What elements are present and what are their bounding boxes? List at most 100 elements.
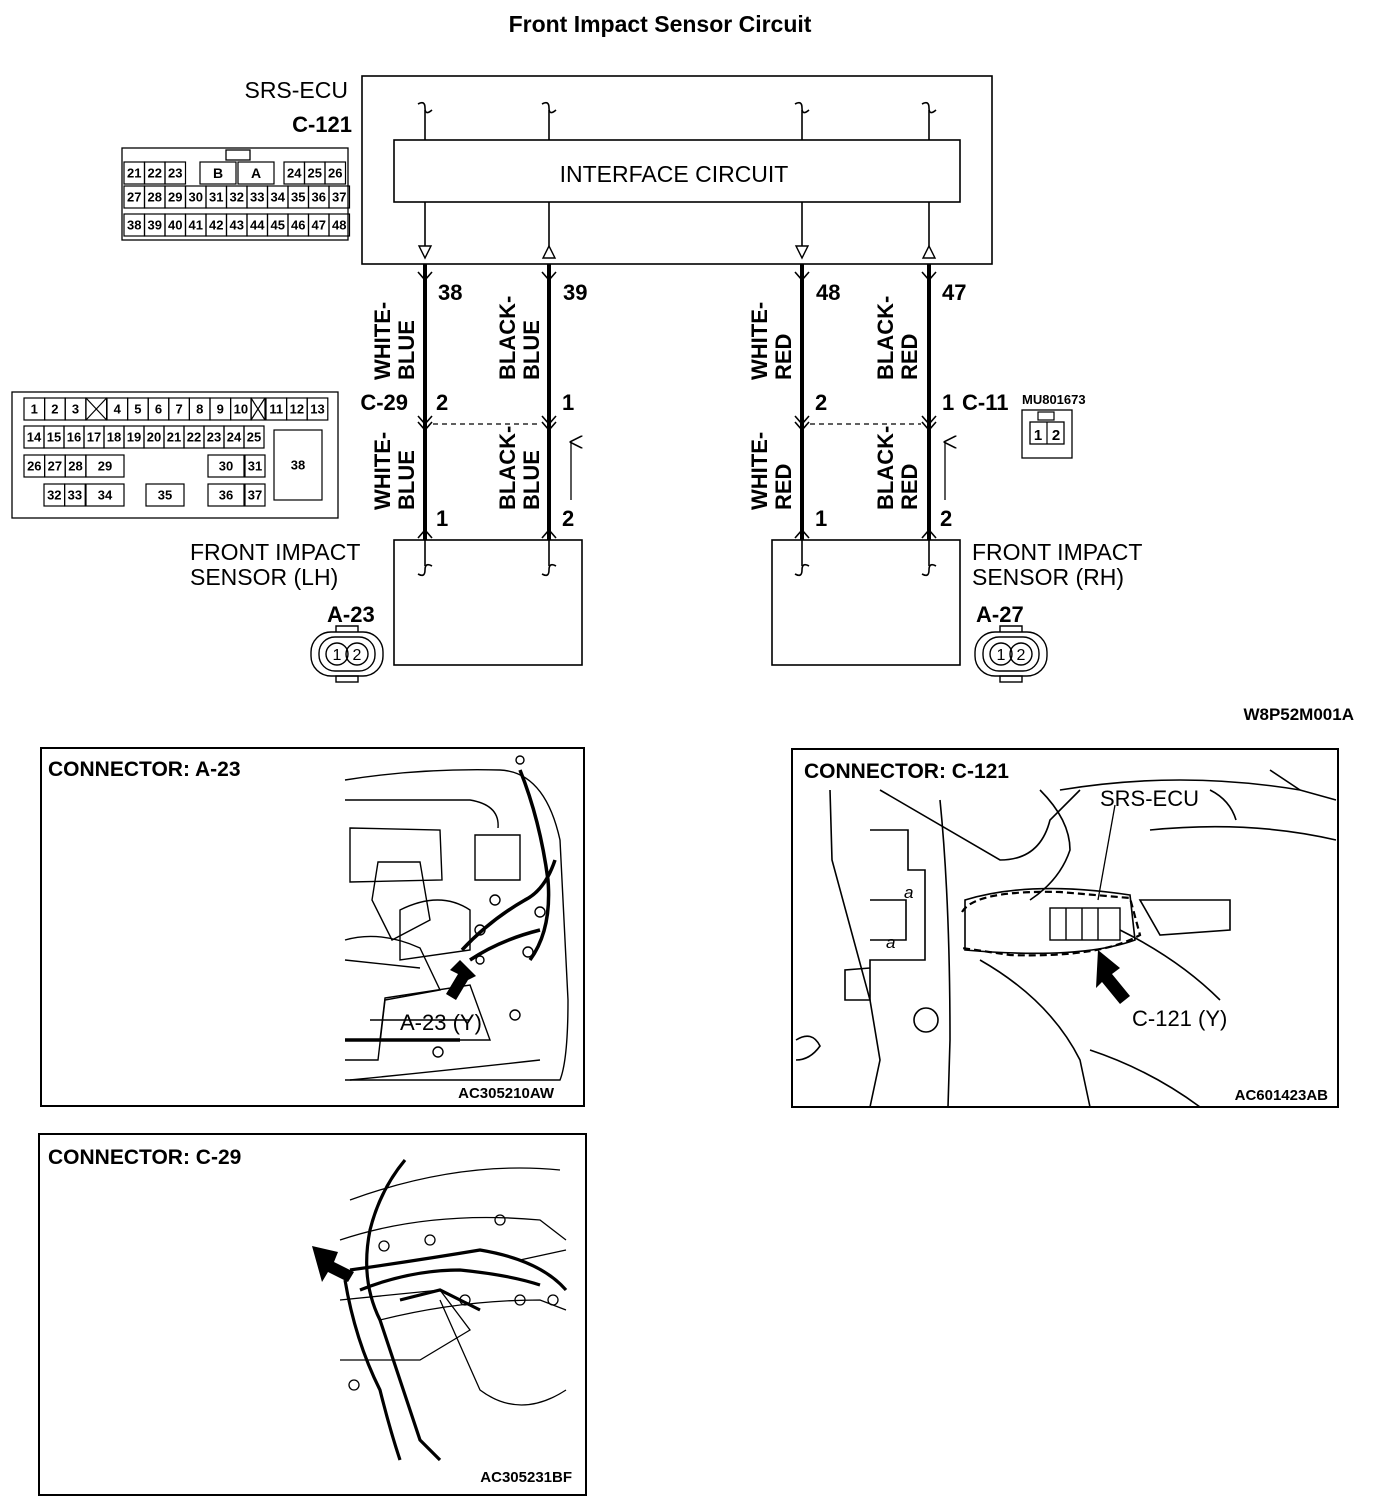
wire-color-lh-sig-top-2: BLUE xyxy=(394,320,419,380)
c121-pin-a: A xyxy=(251,165,261,181)
pin-cell xyxy=(199,161,237,185)
a23-face-pin-1: 1 xyxy=(333,647,342,664)
pin-cell xyxy=(244,483,266,507)
c121-pin-35: 35 xyxy=(291,190,305,205)
c29-pin-2: 2 xyxy=(51,402,58,417)
a27-face-pin-1: 1 xyxy=(997,647,1006,664)
c29-pin-21: 21 xyxy=(167,430,181,445)
c29-pin-11: 11 xyxy=(269,402,283,417)
c121-pin-28: 28 xyxy=(148,190,162,205)
c121-pin-30: 30 xyxy=(189,190,203,205)
c121-pin-37: 37 xyxy=(332,190,346,205)
pin-cell xyxy=(164,161,187,185)
front-impact-sensor-rh xyxy=(771,539,961,666)
c121-pin-40: 40 xyxy=(168,218,182,233)
pin-cell xyxy=(244,454,266,478)
a23-label: A-23 xyxy=(327,602,375,627)
c121-pin-25: 25 xyxy=(308,166,322,181)
c121-pin-36: 36 xyxy=(312,190,326,205)
c29-pin-8: 8 xyxy=(196,402,203,417)
c29-pin-19: 19 xyxy=(127,430,141,445)
c29-pin-lh-gnd: 1 xyxy=(562,390,574,415)
sensor-lh-pin-1: 1 xyxy=(436,506,448,531)
c121-panel-mark-2: a xyxy=(886,933,895,952)
c29-pin-32: 32 xyxy=(47,488,61,503)
panel-connector-c121: CONNECTOR: C-121 a a SRS- xyxy=(791,748,1339,1108)
wire-harness xyxy=(417,264,945,540)
c29-pin-37: 37 xyxy=(248,488,262,503)
wire-color-lh-gnd-top-1: BLACK- xyxy=(495,296,520,380)
wire-color-lh-sig-bottom-1: WHITE- xyxy=(370,432,395,510)
c29-pin-28: 28 xyxy=(68,459,82,474)
a27-connector-face xyxy=(974,625,1048,683)
c29-location-arrow xyxy=(312,1246,354,1282)
pin-47-label: 47 xyxy=(942,280,966,305)
pin-cell xyxy=(324,161,347,185)
a23-connector-face xyxy=(310,625,384,683)
c29-label: C-29 xyxy=(360,390,408,415)
c121-pin-38: 38 xyxy=(127,218,141,233)
c29-pin-6: 6 xyxy=(155,402,162,417)
pin-cell xyxy=(273,429,323,501)
c29-pin-3: 3 xyxy=(72,402,79,417)
panel-c121-title: CONNECTOR: C-121 xyxy=(804,760,1009,783)
wire-color-rh-sig-top-1: WHITE- xyxy=(747,302,772,380)
c121-panel-mark-1: a xyxy=(904,883,913,902)
wire-color-rh-gnd-bottom-2: RED xyxy=(897,464,922,510)
wire-color-lh-gnd-bottom-1: BLACK- xyxy=(495,426,520,510)
pin-cell xyxy=(85,483,125,507)
panel-c121-code: AC601423AB xyxy=(1235,1087,1329,1104)
c29-pin-31: 31 xyxy=(248,459,262,474)
wire-color-lh-gnd-bottom-2: BLUE xyxy=(519,450,544,510)
wire-color-rh-gnd-bottom-1: BLACK- xyxy=(873,426,898,510)
a27-label: A-27 xyxy=(976,602,1024,627)
wire-color-labels: WHITE- BLUE BLACK- BLUE WHITE- RED BLACK… xyxy=(370,296,922,510)
ecu-connector-label: C-121 xyxy=(292,112,352,137)
c29-pin-7: 7 xyxy=(175,402,182,417)
pin-cell xyxy=(207,483,245,507)
sensor-lh-label-1: FRONT IMPACT xyxy=(190,539,360,565)
sensor-rh-pin-2: 2 xyxy=(940,506,952,531)
sensor-rh-label-1: FRONT IMPACT xyxy=(972,539,1142,565)
wire-color-lh-sig-bottom-2: BLUE xyxy=(394,450,419,510)
c29-pin-25: 25 xyxy=(247,430,261,445)
wire-color-rh-sig-top-2: RED xyxy=(771,334,796,380)
c121-pin-41: 41 xyxy=(189,218,203,233)
diagram-title: Front Impact Sensor Circuit xyxy=(509,11,812,37)
pin-cell xyxy=(306,397,329,421)
c11-face-pin-1: 1 xyxy=(1034,427,1042,444)
c29-pin-1: 1 xyxy=(31,402,38,417)
c29-pin-20: 20 xyxy=(147,430,161,445)
panel-connector-c29: CONNECTOR: C-29 AC305231BF xyxy=(38,1133,587,1496)
pin-cell xyxy=(243,425,265,449)
wire-color-rh-gnd-top-1: BLACK- xyxy=(873,296,898,380)
pin-cell xyxy=(145,483,185,507)
c121-pin-34: 34 xyxy=(271,190,286,205)
c29-pin-33: 33 xyxy=(68,488,82,503)
srs-ecu-block: INTERFACE CIRCUIT xyxy=(361,75,993,265)
c121-pin-46: 46 xyxy=(291,218,305,233)
dashboard-harness-illustration xyxy=(339,1167,567,1406)
c121-pin-24: 24 xyxy=(287,166,302,181)
c121-pin-31: 31 xyxy=(209,190,223,205)
wire-color-lh-sig-top-1: WHITE- xyxy=(370,302,395,380)
pin-39-label: 39 xyxy=(563,280,587,305)
a23-callout: A-23 (Y) xyxy=(400,1010,482,1035)
c29-pin-14: 14 xyxy=(27,430,42,445)
wire-color-rh-sig-bottom-2: RED xyxy=(771,464,796,510)
c121-pin-29: 29 xyxy=(168,190,182,205)
c11-face-pin-2: 2 xyxy=(1052,427,1060,444)
c29-pin-12: 12 xyxy=(290,402,304,417)
c121-pin-32: 32 xyxy=(230,190,244,205)
c11-connector-face: 1 2 xyxy=(1021,409,1073,459)
blank-pin-cross xyxy=(250,397,266,421)
c29-pin-16: 16 xyxy=(67,430,81,445)
c29-pin-29: 29 xyxy=(98,459,112,474)
a23-face-pin-2: 2 xyxy=(353,647,362,664)
floor-console-illustration xyxy=(795,769,1337,1108)
c29-pin-22: 22 xyxy=(187,430,201,445)
c121-pin-43: 43 xyxy=(230,218,244,233)
